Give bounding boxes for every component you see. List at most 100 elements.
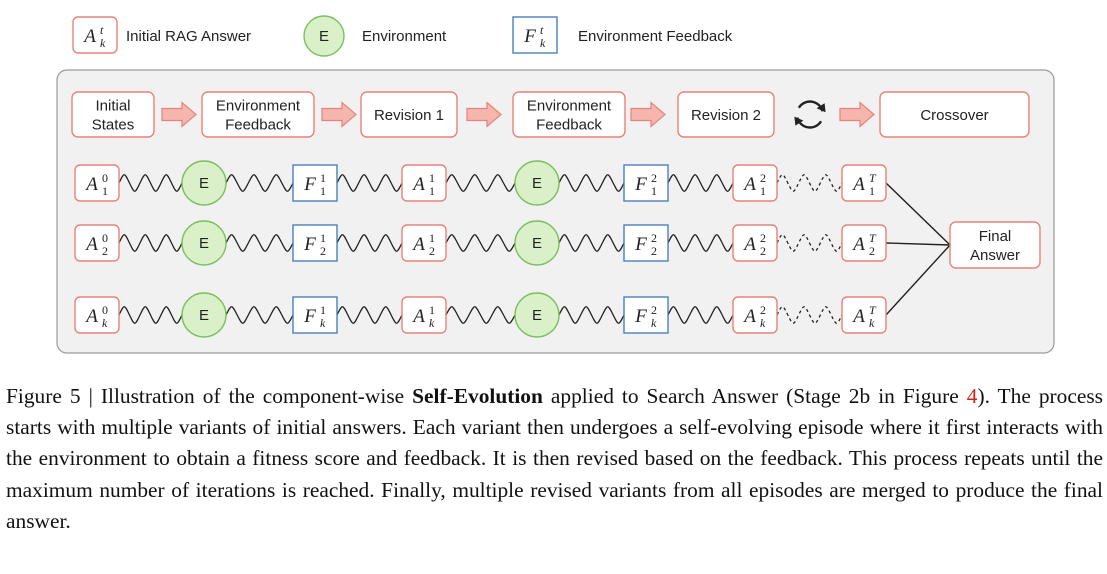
legend-environment-label: Environment (362, 28, 447, 45)
row-3-answer-symbol-8-sup: T (869, 303, 877, 317)
row-2-feedback-symbol-3-sub: 2 (320, 244, 326, 258)
row-1-answer-symbol-1-letter: A (84, 174, 98, 195)
wave-edge (667, 174, 734, 192)
row-3-feedback-symbol-3-sub: k (320, 316, 326, 330)
row-2-answer-symbol-4-letter: A (411, 234, 425, 255)
wave-edge (336, 234, 403, 252)
row-3-feedback-symbol-6-sub: k (651, 316, 657, 330)
legend-answer-label: Initial RAG Answer (126, 28, 251, 45)
legend-feedback-label: Environment Feedback (578, 28, 733, 45)
row-2-feedback-symbol-3-sup: 1 (320, 231, 326, 245)
row-1-answer-symbol-1-sup: 0 (102, 171, 108, 185)
legend-feedback-symbol-letter: F (523, 26, 536, 47)
wave-edge (558, 234, 625, 252)
row-3-answer-symbol-8-sub: k (869, 316, 875, 330)
wave-edge (225, 306, 294, 324)
row-1-answer-symbol-8-sub: 1 (869, 184, 875, 198)
row-2-answer-symbol-8-letter: A (851, 234, 865, 255)
row-1-feedback-symbol-3-letter: F (303, 174, 316, 195)
stage-arrow (630, 101, 666, 128)
row-3-answer-symbol-4-letter: A (411, 306, 425, 327)
stage-box-6: Crossover (879, 91, 1030, 138)
row-1-feedback-symbol-6-sup: 2 (651, 171, 657, 185)
row-3-answer-symbol-8-letter: A (851, 306, 865, 327)
row-3-answer-symbol-4-sub: k (429, 316, 435, 330)
row-2-feedback-symbol-6-sup: 2 (651, 231, 657, 245)
dashed-wave-edge (776, 306, 843, 324)
stage-label-6: Crossover (920, 107, 988, 124)
wave-edge (445, 174, 516, 192)
row-1-answer-symbol-7-sup: 2 (760, 171, 766, 185)
crossover-line (885, 182, 951, 246)
row-1-feedback-symbol-3-sub: 1 (320, 184, 326, 198)
row-3-answer-symbol-7-letter: A (742, 306, 756, 327)
row-2-answer-symbol-4-sup: 1 (429, 231, 435, 245)
row-2-feedback-symbol-6-letter: F (634, 234, 647, 255)
caption-figure-label: Figure 5 | Illustration of the component… (6, 384, 413, 408)
legend-answer-symbol-letter: A (82, 26, 96, 47)
refresh-cycle-icon (794, 100, 826, 129)
row-1-feedback-symbol-3-sup: 1 (320, 171, 326, 185)
row-1-answer-symbol-8-sup: T (869, 171, 877, 185)
diagram-panel (56, 69, 1055, 354)
stage-arrow (321, 101, 357, 128)
legend-feedback-symbol-sub: k (540, 36, 546, 50)
legend-answer-symbol-sup: t (100, 23, 104, 37)
row-2-answer-symbol-7-sub: 2 (760, 244, 766, 258)
environment-glyph: E (532, 175, 542, 192)
stage-arrow (161, 101, 197, 128)
row-3-env-node-5: E (514, 292, 560, 338)
row-3-answer-symbol-7-sub: k (760, 316, 766, 330)
wave-edge (336, 174, 403, 192)
caption-figure-ref[interactable]: 4 (966, 384, 978, 408)
row-2-feedback-symbol-6-sub: 2 (651, 244, 657, 258)
row-2-answer-symbol-1-sub: 2 (102, 244, 108, 258)
stage-arrow (839, 101, 875, 128)
row-2-answer-symbol-7-sup: 2 (760, 231, 766, 245)
wave-edge (336, 306, 403, 324)
row-1-answer-symbol-8-letter: A (851, 174, 865, 195)
row-3-answer-symbol-1-sub: k (102, 316, 108, 330)
row-2-answer-symbol-1-sup: 0 (102, 231, 108, 245)
wave-edge (667, 306, 734, 324)
wave-edge (118, 234, 183, 252)
dashed-wave-edge (776, 174, 843, 192)
row-1-feedback-symbol-6-sub: 1 (651, 184, 657, 198)
stage-label-5: Revision 2 (691, 107, 761, 124)
row-3-answer-symbol-1-letter: A (84, 306, 98, 327)
wave-edge (445, 234, 516, 252)
row-1-env-node-5: E (514, 160, 560, 206)
row-2-answer-symbol-4-sub: 2 (429, 244, 435, 258)
wave-edge (225, 234, 294, 252)
caption-bold-term: Self-Evolution (412, 384, 543, 408)
row-3-feedback-symbol-3-sup: 1 (320, 303, 326, 317)
